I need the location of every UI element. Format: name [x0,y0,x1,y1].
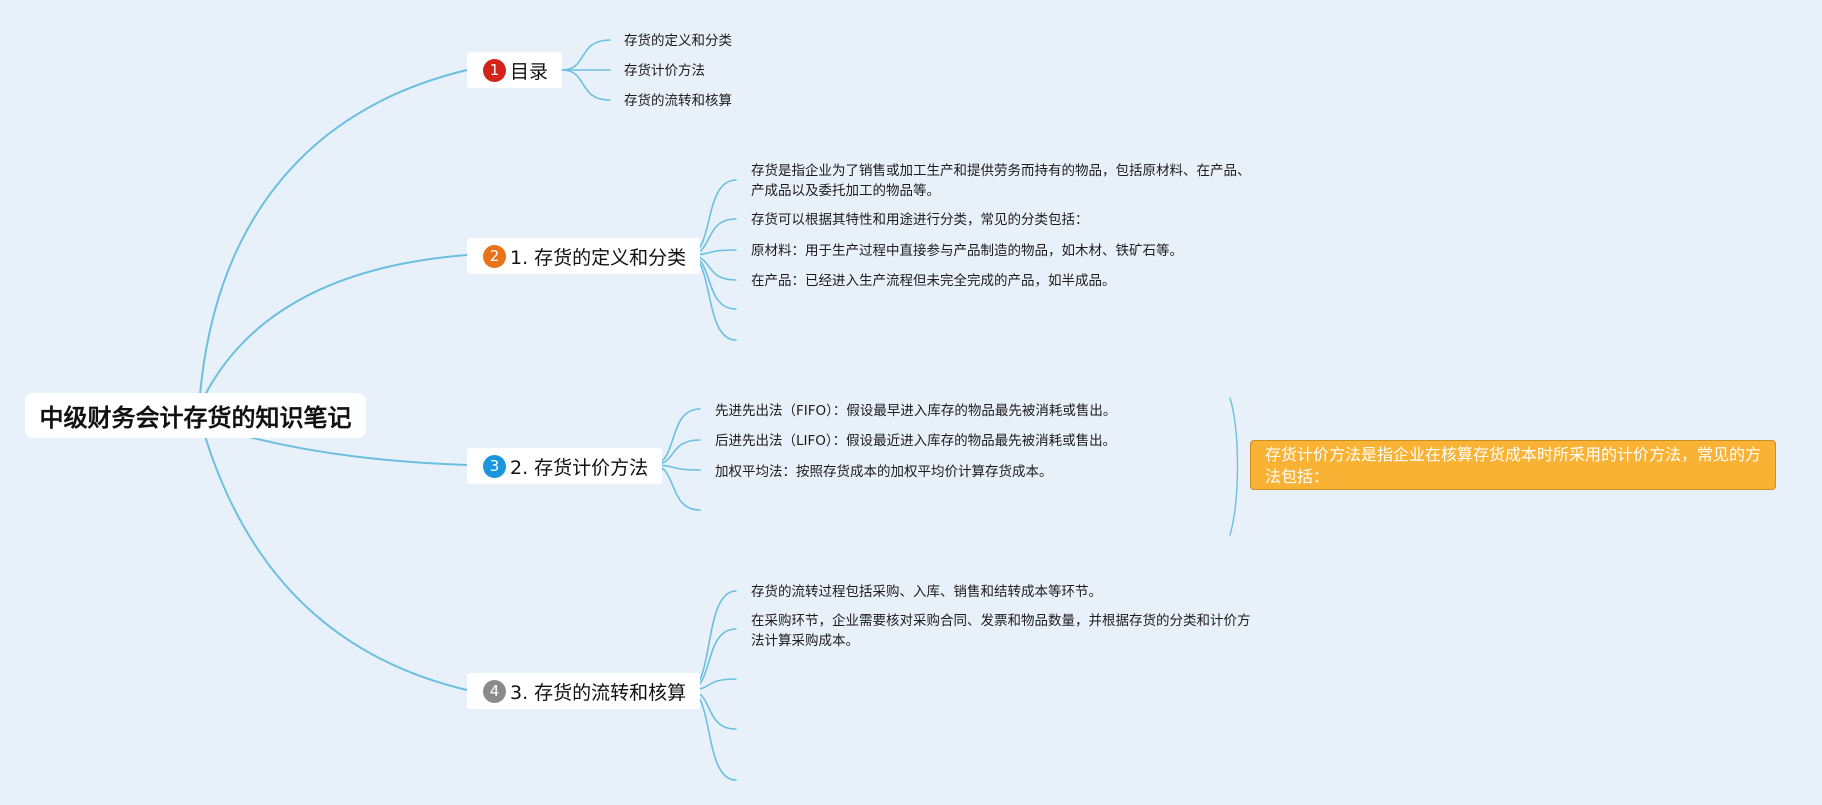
number-badge-1: 1 [483,58,506,82]
leaf-topic[interactable]: 先进先出法（FIFO）：假设最早进入库存的物品最先被消耗或售出。 [715,403,1117,419]
number-badge-3: 3 [483,454,506,478]
connector-toc-leaf-1 [561,39,611,71]
connector-root-branch-4 [204,435,468,691]
leaf-topic[interactable]: 加权平均法：按照存货成本的加权平均价计算存货成本。 [715,464,1053,480]
connector-toc-leaf-3 [561,69,611,101]
connector-root-branch-1 [199,69,468,396]
number-badge-2: 2 [483,244,506,268]
leaf-topic[interactable]: 存货可以根据其特性和用途进行分类，常见的分类包括： [751,212,1089,228]
branch-flow-accounting[interactable]: 4 3. 存货的流转和核算 [467,673,701,709]
leaf-topic[interactable]: 原材料：用于生产过程中直接参与产品制造的物品，如木材、铁矿石等。 [751,243,1183,259]
branch-toc[interactable]: 1 目录 [467,52,563,88]
summary-callout[interactable]: 存货计价方法是指企业在核算存货成本时所采用的计价方法，常见的方法包括： [1250,440,1776,490]
branch-label: 3. 存货的流转和核算 [510,681,687,704]
leaf-topic[interactable]: 存货的定义和分类 [624,33,732,49]
leaf-topic[interactable]: 存货的流转和核算 [624,93,732,109]
number-badge-4: 4 [483,679,506,703]
root-topic[interactable]: 中级财务会计存货的知识笔记 [25,393,366,438]
branch-valuation[interactable]: 3 2. 存货计价方法 [467,448,663,484]
branch-label: 1. 存货的定义和分类 [510,246,687,269]
leaf-topic[interactable]: 在采购环节，企业需要核对采购合同、发票和物品数量，并根据存货的分类和计价方法计算… [751,613,1251,649]
leaf-topic[interactable]: 存货计价方法 [624,63,705,79]
branch-definition[interactable]: 2 1. 存货的定义和分类 [467,238,701,274]
connector-root-branch-2 [204,254,468,396]
leaf-topic[interactable]: 在产品：已经进入生产流程但未完全完成的产品，如半成品。 [751,273,1116,289]
leaf-topic[interactable]: 存货的流转过程包括采购、入库、销售和结转成本等环节。 [751,584,1102,600]
connector-root-branch-3 [244,435,468,466]
leaf-topic[interactable]: 后进先出法（LIFO）：假设最近进入库存的物品最先被消耗或售出。 [715,433,1117,449]
branch-label: 目录 [510,60,549,83]
summary-bracket [1229,397,1239,536]
branch-label: 2. 存货计价方法 [510,456,649,479]
leaf-topic[interactable]: 存货是指企业为了销售或加工生产和提供劳务而持有的物品，包括原材料、在产品、产成品… [751,163,1251,199]
